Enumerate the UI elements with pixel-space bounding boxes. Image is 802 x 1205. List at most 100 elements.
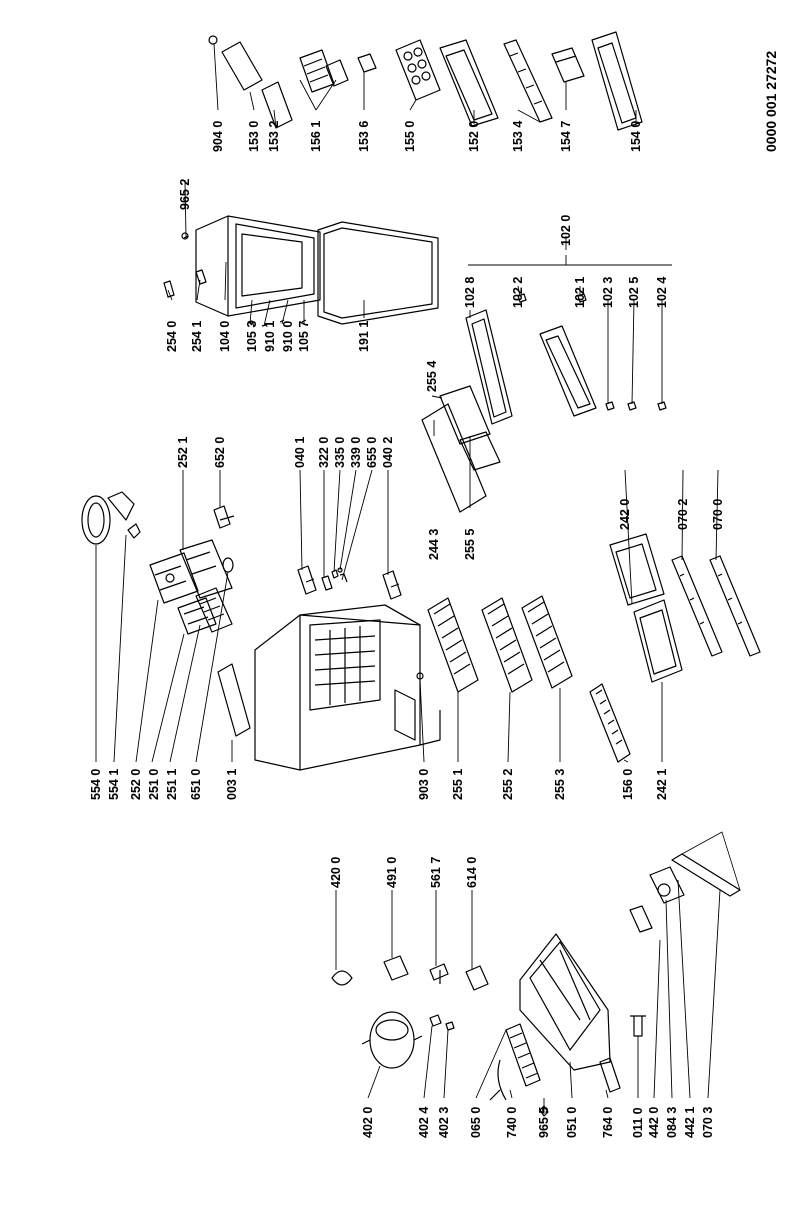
part-label: 105 3 bbox=[245, 321, 259, 352]
door-box-drawing bbox=[551, 47, 585, 83]
part-label: 070 3 bbox=[701, 1107, 715, 1138]
door-clip-drawing bbox=[357, 53, 377, 73]
part-label: 084 3 bbox=[665, 1107, 679, 1138]
part-label: 442 0 bbox=[647, 1107, 661, 1138]
part-label: 153 0 bbox=[247, 121, 261, 152]
part-label: 251 1 bbox=[165, 769, 179, 800]
part-label: 244 3 bbox=[427, 529, 441, 560]
lamp-cover-drawing bbox=[177, 597, 217, 635]
freezer-panel-drawing bbox=[539, 325, 597, 417]
part-label: 402 0 bbox=[361, 1107, 375, 1138]
part-label: 904 0 bbox=[211, 121, 225, 152]
part-label: 003 1 bbox=[225, 769, 239, 800]
crisper-back-drawing bbox=[609, 533, 665, 606]
part-drawings bbox=[81, 31, 761, 1117]
part-label: 104 0 bbox=[218, 321, 232, 352]
cover-bracket-drawing bbox=[629, 905, 653, 933]
cabinet-drawing bbox=[254, 604, 441, 771]
thermostat-housing-drawing bbox=[149, 552, 199, 604]
part-label: 655 0 bbox=[365, 437, 379, 468]
part-label: 614 0 bbox=[465, 857, 479, 888]
part-label: 903 0 bbox=[417, 769, 431, 800]
valve-drawing bbox=[465, 965, 489, 991]
relay-drawing bbox=[429, 1014, 455, 1031]
part-label: 442 1 bbox=[683, 1107, 697, 1138]
part-label: 561 7 bbox=[429, 857, 443, 888]
part-label: 011 0 bbox=[631, 1107, 645, 1138]
part-label: 255 4 bbox=[425, 361, 439, 392]
part-label: 152 0 bbox=[467, 121, 481, 152]
part-label: 102 4 bbox=[655, 277, 669, 308]
part-label: 102 1 bbox=[573, 277, 587, 308]
profile-strip-drawing bbox=[217, 663, 251, 737]
base-plate-drawing bbox=[519, 933, 611, 1071]
part-label: 255 1 bbox=[451, 769, 465, 800]
door-shelf-1-drawing bbox=[439, 39, 499, 127]
part-label: 070 0 bbox=[711, 499, 725, 530]
part-label: 153 2 bbox=[267, 121, 281, 152]
part-label: 910 0 bbox=[281, 321, 295, 352]
part-label: 255 3 bbox=[553, 769, 567, 800]
part-label: 040 1 bbox=[293, 437, 307, 468]
part-label: 554 0 bbox=[89, 769, 103, 800]
part-label: 102 5 bbox=[627, 277, 641, 308]
part-label: 242 1 bbox=[655, 769, 669, 800]
dryer-drawing bbox=[599, 1057, 621, 1093]
part-label: 491 0 bbox=[385, 857, 399, 888]
part-label: 070 2 bbox=[676, 499, 690, 530]
part-label: 322 0 bbox=[317, 437, 331, 468]
part-label: 155 0 bbox=[403, 121, 417, 152]
egg-tray-drawing bbox=[395, 39, 441, 101]
part-label: 154 0 bbox=[629, 121, 643, 152]
bracket-drawing bbox=[127, 523, 141, 539]
part-label: 102 0 bbox=[559, 215, 573, 246]
part-label: 254 1 bbox=[190, 321, 204, 352]
lamp-bulb-drawing bbox=[181, 35, 218, 240]
part-label: 910 1 bbox=[263, 321, 277, 352]
part-label: 255 2 bbox=[501, 769, 515, 800]
gasket-drawing bbox=[317, 221, 439, 325]
hinge-upper-drawing bbox=[297, 565, 317, 595]
part-label: 339 0 bbox=[349, 437, 363, 468]
shelf-3-drawing bbox=[521, 595, 573, 689]
part-label: 965 5 bbox=[537, 1107, 551, 1138]
part-label: 740 0 bbox=[505, 1107, 519, 1138]
drain-plug-drawing bbox=[416, 672, 424, 680]
part-label: 402 3 bbox=[437, 1107, 451, 1138]
part-label: 252 0 bbox=[129, 769, 143, 800]
part-label: 420 0 bbox=[329, 857, 343, 888]
part-label: 652 0 bbox=[213, 437, 227, 468]
butter-cover-drawing bbox=[221, 41, 293, 129]
part-label: 402 4 bbox=[417, 1107, 431, 1138]
foot-drawing bbox=[630, 1015, 646, 1037]
egg-rack-small-drawing bbox=[299, 49, 349, 93]
compressor-drawing bbox=[361, 1011, 423, 1069]
ice-tray-drawing bbox=[589, 683, 631, 763]
part-label: 251 0 bbox=[147, 769, 161, 800]
front-grille-drawing bbox=[671, 831, 741, 897]
part-label: 255 5 bbox=[463, 529, 477, 560]
part-label: 154 7 bbox=[559, 121, 573, 152]
freezer-door-drawing bbox=[465, 309, 513, 425]
part-label: 764 0 bbox=[601, 1107, 615, 1138]
part-label: 040 2 bbox=[381, 437, 395, 468]
thermostat-unit-drawing bbox=[331, 970, 353, 986]
part-label: 252 1 bbox=[176, 437, 190, 468]
part-label: 102 8 bbox=[463, 277, 477, 308]
part-label: 156 1 bbox=[309, 121, 323, 152]
part-label: 102 2 bbox=[511, 277, 525, 308]
hinge-top-drawing bbox=[213, 505, 235, 529]
part-label: 065 0 bbox=[469, 1107, 483, 1138]
door-drawing bbox=[195, 215, 321, 317]
plug-cable-drawing bbox=[429, 963, 449, 984]
rail-upper-drawing bbox=[671, 555, 723, 657]
control-panel-drawing bbox=[179, 539, 233, 599]
part-label: 254 0 bbox=[165, 321, 179, 352]
part-label: 242 0 bbox=[618, 499, 632, 530]
shelf-1-drawing bbox=[427, 597, 479, 693]
document-number: 0000 001 27272 bbox=[763, 51, 779, 152]
capillary-drawing bbox=[539, 1105, 549, 1117]
